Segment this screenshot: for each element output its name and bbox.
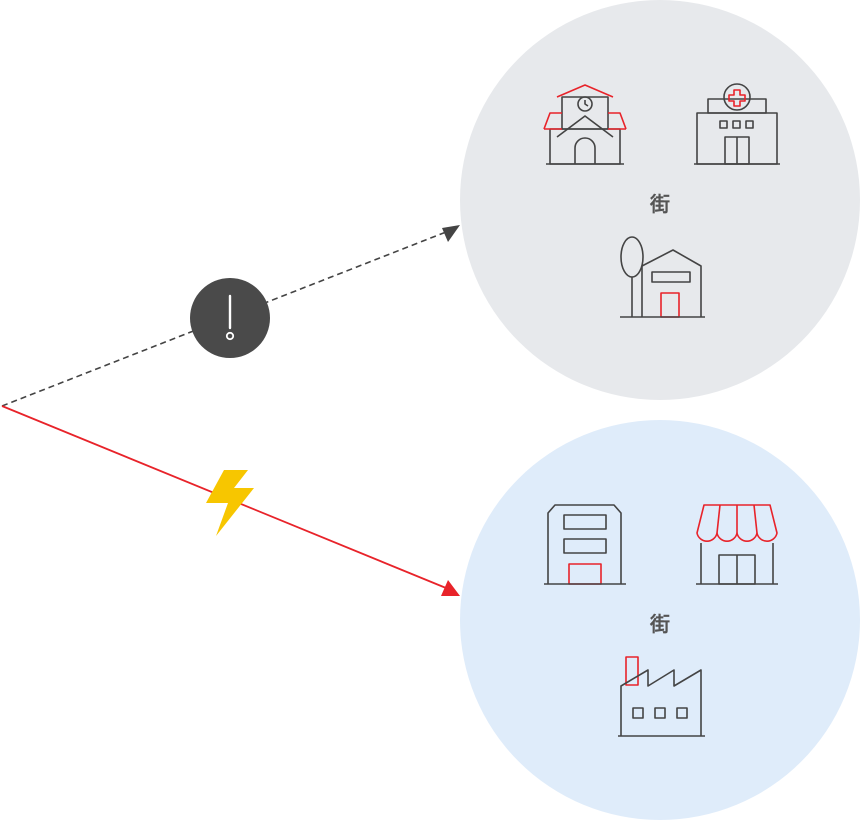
hospital-icon: [694, 83, 780, 165]
city-top-label: 街: [649, 192, 670, 216]
city-bottom-label: 街: [649, 612, 670, 636]
exclamation-icon: [190, 278, 270, 358]
office-building-icon: [544, 504, 626, 585]
factory-icon: [618, 656, 705, 737]
shop-icon: [696, 504, 778, 585]
arrowhead-bottom: [441, 580, 460, 596]
house-with-tree-icon: [620, 236, 705, 318]
arrowhead-top: [442, 225, 460, 242]
school-icon: [543, 84, 627, 165]
city-bottom-circle: [460, 420, 860, 820]
lightning-icon: [206, 470, 254, 536]
connector-top: [1, 225, 460, 407]
city-top-circle: [460, 0, 860, 400]
